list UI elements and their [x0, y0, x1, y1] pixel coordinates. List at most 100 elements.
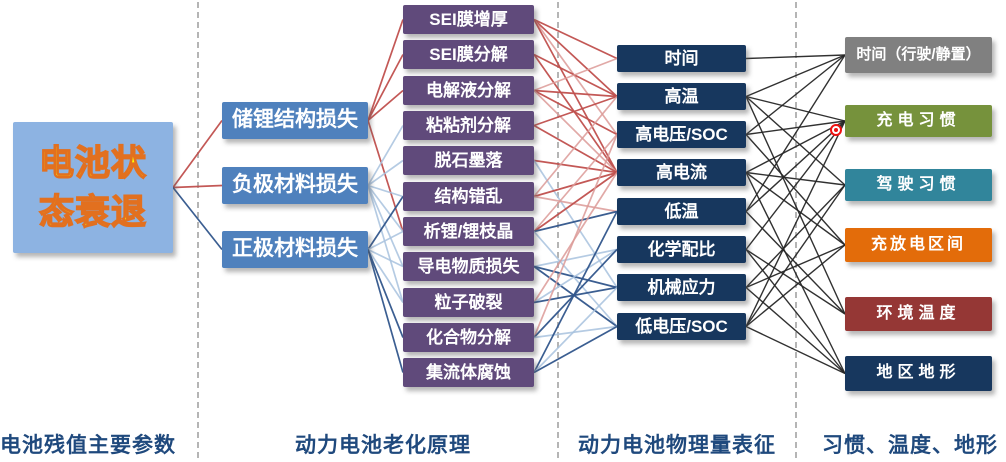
edge-c2-2-c3-5 [367, 159, 404, 187]
edge-c2-3-c3-10 [367, 249, 404, 338]
edge-c1-c2-3 [172, 186, 223, 251]
node-binder-decomposition: 粘粘剂分解 [403, 111, 534, 140]
edge-c3-1-c4-3 [533, 19, 618, 135]
edge-c3-3-c4-3 [533, 89, 618, 136]
edge-c3-9-c4-7 [533, 286, 618, 304]
node-cathode-material-loss: 正极材料损失 [222, 231, 368, 268]
edge-c3-11-c4-5 [533, 211, 618, 373]
edge-c4-5-c5-5 [745, 211, 846, 315]
edge-c4-7-c5-3 [745, 184, 846, 288]
red-dot-marker [830, 124, 842, 136]
edge-c2-1-c3-7 [367, 120, 404, 232]
edge-c2-3-c3-11 [367, 249, 404, 373]
edge-c4-5-c5-1 [745, 54, 846, 212]
edge-c3-2-c4-4 [533, 54, 618, 173]
edge-c4-4-c5-6 [745, 172, 846, 374]
node-low-temperature: 低温 [617, 198, 746, 225]
node-anode-material-loss: 负极材料损失 [222, 167, 368, 204]
node-time: 时间 [617, 45, 746, 72]
node-time-driving-parked: 时间（行驶/静置） [845, 37, 992, 73]
node-electrolyte-decomposition: 电解液分解 [403, 76, 534, 105]
node-particle-cracking: 粒子破裂 [403, 288, 534, 317]
node-conductive-material-loss: 导电物质损失 [403, 252, 534, 281]
node-high-current: 高电流 [617, 159, 746, 186]
edge-c4-3-c5-2 [745, 120, 846, 136]
edge-c4-4-c5-3 [745, 171, 846, 186]
edge-c2-3-c3-8 [367, 248, 404, 268]
edge-c4-8-c5-6 [745, 325, 846, 375]
section-label-habit-temperature-terrain: 习惯、温度、地形 [822, 434, 998, 457]
section-separator-3 [795, 2, 797, 458]
edge-c3-3-c4-2 [533, 89, 618, 98]
edge-c2-3-c3-6 [367, 196, 404, 250]
edge-c3-2-c4-2 [533, 53, 618, 98]
node-charging-habit: 充电习惯 [845, 105, 992, 137]
edge-c3-8-c4-8 [533, 265, 618, 328]
edge-c3-7-c4-3 [533, 133, 618, 233]
edge-c2-2-c3-6 [367, 184, 404, 198]
edge-c4-6-c5-6 [745, 249, 846, 374]
edge-c3-5-c4-7 [533, 160, 618, 288]
edge-c2-2-c3-4 [367, 125, 404, 186]
section-label-physical-quantity: 动力电池物理量表征 [578, 434, 776, 457]
edge-c3-6-c4-4 [533, 171, 618, 198]
edge-c3-7-c4-4 [533, 171, 618, 233]
edge-c3-8-c4-6 [533, 248, 618, 268]
edge-c3-7-c4-5 [533, 210, 618, 233]
edge-c2-1-c3-3 [367, 89, 404, 122]
node-low-voltage-soc: 低电压/SOC [617, 313, 746, 340]
edge-c4-2-c5-1 [745, 54, 846, 98]
edge-c3-1-c4-1 [533, 18, 618, 60]
edge-c4-2-c5-2 [745, 95, 846, 122]
node-charge-discharge-range: 充放电区间 [845, 228, 992, 262]
node-high-voltage-soc: 高电压/SOC [617, 121, 746, 148]
section-label-battery-aging-principle: 动力电池老化原理 [295, 434, 471, 457]
edge-c3-3-c4-4 [533, 89, 618, 174]
edge-c4-6-c5-5 [745, 248, 846, 315]
node-lithium-storage-structure-loss: 储锂结构损失 [222, 102, 368, 139]
edge-c3-9-c4-6 [533, 248, 618, 304]
node-battery-state-decline: 电池状 态衰退 [13, 122, 173, 253]
edge-c3-1-c4-4 [533, 19, 618, 173]
edge-c2-1-c3-1 [367, 19, 404, 121]
edge-c2-2-c3-7 [367, 184, 404, 233]
red-dot-core [834, 128, 838, 132]
edge-c3-1-c4-2 [533, 18, 618, 98]
node-high-temperature: 高温 [617, 83, 746, 110]
edge-c3-10-c4-8 [533, 325, 618, 339]
edge-c4-8-c5-3 [745, 184, 846, 327]
node-sei-film-thickening: SEI膜增厚 [403, 5, 534, 34]
edge-c3-6-c4-2 [533, 95, 618, 198]
edge-c4-8-c5-4 [745, 244, 846, 328]
edge-c3-3-c4-1 [533, 57, 618, 92]
node-structural-disorder: 结构错乱 [403, 182, 534, 211]
edge-c1-c2-2 [172, 184, 223, 189]
node-region-terrain: 地区地形 [845, 356, 992, 391]
node-ambient-temperature: 环境温度 [845, 297, 992, 331]
edge-c3-11-c4-8 [533, 325, 618, 374]
edge-c4-2-c5-3 [745, 95, 846, 186]
edge-c1-c2-1 [172, 119, 223, 189]
edge-c4-3-c5-4 [745, 134, 846, 246]
node-graphite-exfoliation: 脱石墨落 [403, 146, 534, 175]
edge-c4-1-c5-1 [745, 54, 846, 60]
section-separator-2 [557, 2, 559, 458]
edge-c3-6-c4-5 [533, 195, 618, 213]
edge-c3-4-c4-4 [533, 124, 618, 174]
node-sei-film-decomposition: SEI膜分解 [403, 40, 534, 69]
edge-c2-3-c3-7 [367, 230, 404, 251]
edge-c4-3-c5-1 [745, 54, 846, 136]
edge-c4-6-c5-2 [745, 120, 846, 250]
edge-c2-1-c3-2 [367, 54, 404, 121]
edge-c3-10-c4-3 [533, 134, 618, 338]
section-separator-1 [197, 2, 199, 458]
node-chemical-ratio: 化学配比 [617, 236, 746, 263]
edge-c2-3-c3-9 [367, 249, 404, 303]
node-driving-habit: 驾驶习惯 [845, 169, 992, 201]
edge-c2-2-c3-8 [367, 185, 404, 267]
edge-c2-2-c3-9 [367, 185, 404, 303]
edge-c4-5-c5-2 [745, 120, 846, 213]
edge-c4-8-c5-2 [745, 120, 846, 327]
node-current-collector-corrosion: 集流体腐蚀 [403, 358, 534, 387]
